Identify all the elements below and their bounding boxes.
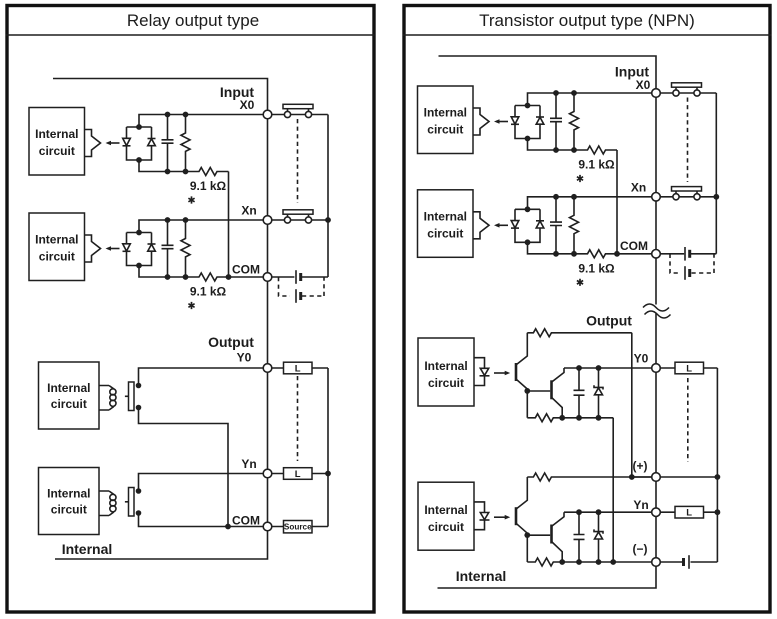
svg-text:Yn: Yn	[633, 498, 648, 512]
svg-text:X0: X0	[240, 98, 255, 112]
svg-text:COM: COM	[232, 263, 260, 277]
svg-text:COM: COM	[620, 239, 648, 253]
svg-text:X0: X0	[636, 78, 651, 92]
svg-text:Output: Output	[208, 334, 254, 350]
svg-text:Source: Source	[284, 523, 312, 532]
svg-text:Xn: Xn	[241, 204, 256, 218]
svg-text:Relay output type: Relay output type	[127, 11, 259, 30]
svg-text:Output: Output	[586, 313, 632, 329]
svg-text:(−): (−)	[633, 542, 648, 556]
svg-text:Y0: Y0	[237, 351, 252, 365]
svg-text:Yn: Yn	[241, 457, 256, 471]
svg-text:(+): (+)	[633, 459, 648, 473]
svg-text:Internal: Internal	[62, 541, 113, 557]
svg-text:Input: Input	[615, 64, 650, 80]
svg-text:Xn: Xn	[631, 181, 646, 195]
svg-text:Input: Input	[220, 84, 255, 100]
svg-text:Internal: Internal	[456, 568, 507, 584]
svg-text:Y0: Y0	[634, 352, 649, 366]
svg-text:COM: COM	[232, 514, 260, 528]
svg-text:Transistor output type (NPN): Transistor output type (NPN)	[479, 11, 695, 30]
